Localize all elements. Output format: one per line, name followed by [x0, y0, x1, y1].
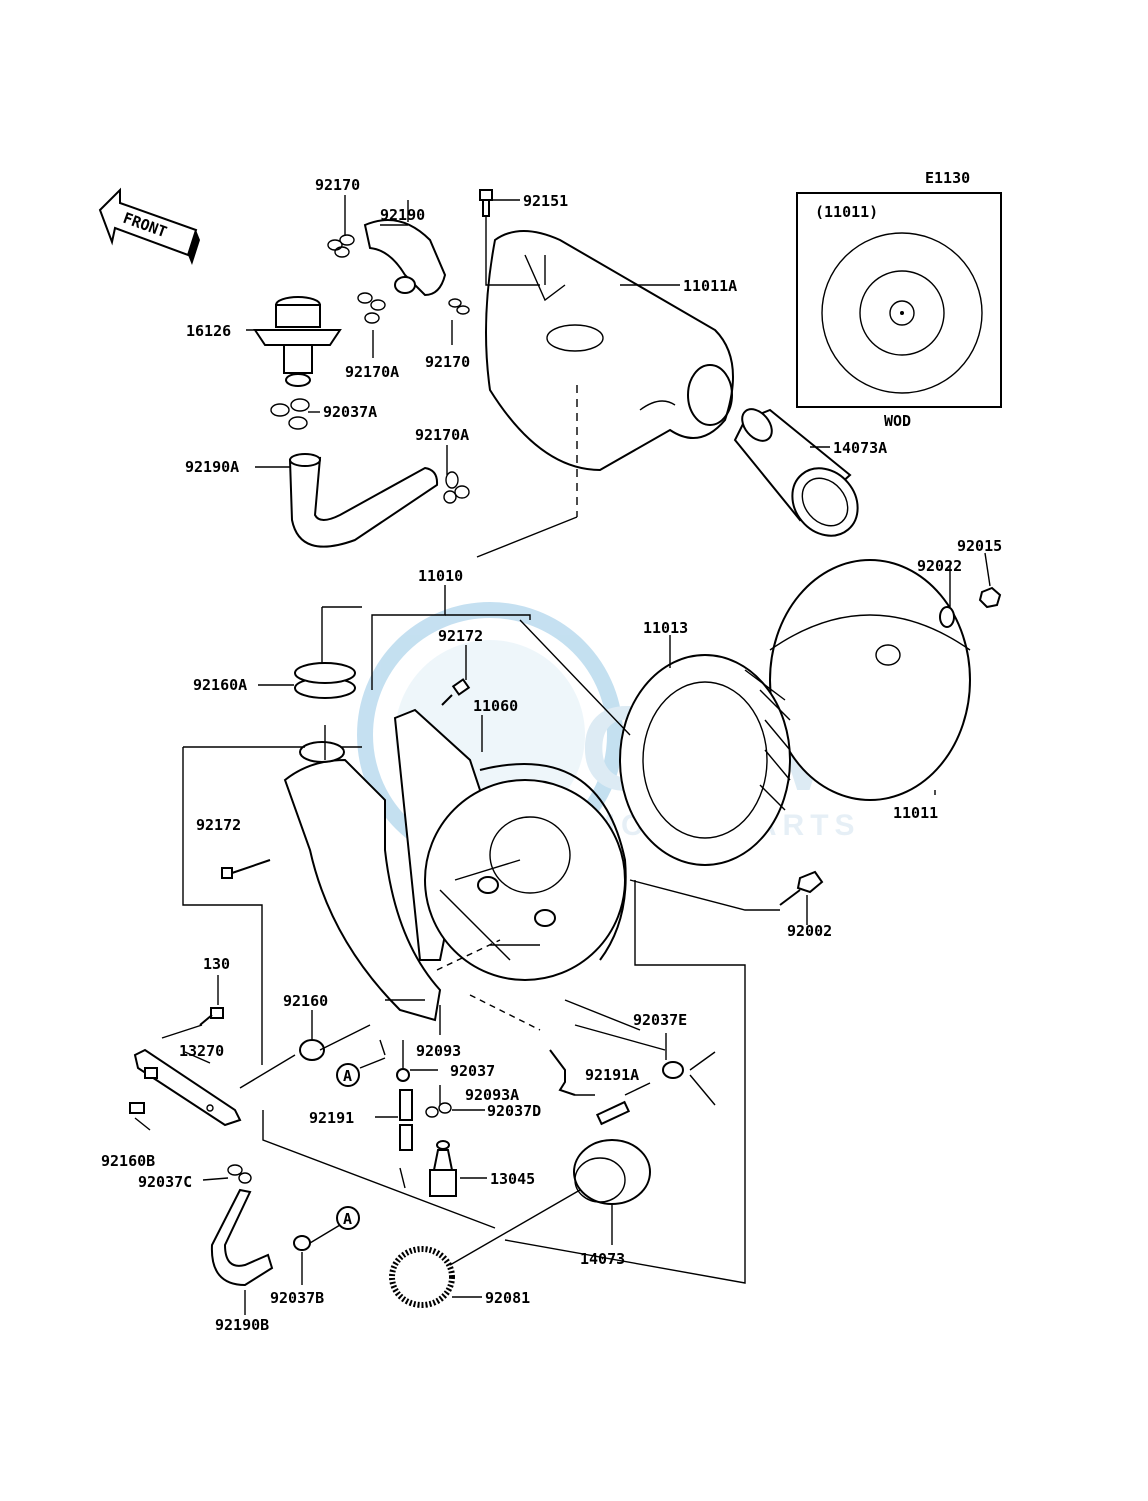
washer-92022 [939, 606, 955, 628]
marker-A-2: A [336, 1206, 360, 1230]
hose-92190 [363, 219, 447, 297]
gasket-11060 [479, 763, 627, 961]
bolt-130 [199, 1007, 224, 1026]
callout-92037B: 92037B [270, 1289, 324, 1307]
clip-92170A-mid [443, 471, 470, 504]
callout-92190A: 92190A [185, 458, 239, 476]
callout-92172-top: 92172 [438, 627, 483, 645]
callout-14073A: 14073A [833, 439, 887, 457]
clamp-92037B [293, 1235, 311, 1251]
marker-A-1: A [336, 1063, 360, 1087]
callout-92151: 92151 [523, 192, 568, 210]
callout-92037: 92037 [450, 1062, 495, 1080]
callout-92190B: 92190B [215, 1316, 269, 1334]
callout-92002: 92002 [787, 922, 832, 940]
grommet-92160A [294, 662, 356, 699]
callout-92093A: 92093A [465, 1086, 519, 1104]
tube-92191 [399, 1089, 413, 1151]
valve-16126 [253, 296, 342, 387]
leader-lines [134, 195, 991, 1315]
cover-11011A [485, 230, 734, 472]
clamp-92037 [396, 1068, 410, 1082]
callout-92170A-top: 92170A [345, 363, 399, 381]
clip-92170-mid [448, 298, 470, 315]
clamp-92037A [270, 398, 310, 430]
callout-13270: 13270 [179, 1042, 224, 1060]
cover-11011 [769, 559, 971, 801]
callout-11011: 11011 [893, 804, 938, 822]
callout-92190: 92190 [380, 206, 425, 224]
callout-92022: 92022 [917, 557, 962, 575]
callout-11013: 11013 [643, 619, 688, 637]
filter-11013 [619, 654, 791, 866]
callout-92093: 92093 [416, 1042, 461, 1060]
bolt-92172-top [441, 678, 471, 706]
inset-ref-label: (11011) [815, 203, 878, 221]
clip-92037C [227, 1164, 252, 1184]
callout-11010: 11010 [418, 567, 463, 585]
callout-92172-left: 92172 [196, 816, 241, 834]
callout-92037E: 92037E [633, 1011, 687, 1029]
callout-labels: 92170 92190 92151 11011A 16126 92170A 92… [101, 176, 1002, 1334]
clip-92170A-top [357, 292, 386, 324]
callout-92160: 92160 [283, 992, 328, 1010]
callout-16126: 16126 [186, 322, 231, 340]
callout-13045: 13045 [490, 1170, 535, 1188]
callout-11011A: 11011A [683, 277, 737, 295]
clip-92170-top [327, 234, 355, 258]
bolt-92002 [779, 870, 824, 906]
tube-92191A [595, 1100, 631, 1126]
grommet-92160B [129, 1102, 145, 1114]
callout-92170A-mid: 92170A [415, 426, 469, 444]
callout-14073: 14073 [580, 1250, 625, 1268]
hose-92190B [210, 1188, 274, 1287]
duct-14073 [573, 1139, 651, 1205]
pipe-92093A [549, 1049, 576, 1096]
bolt-92151 [479, 189, 493, 217]
diagram-code: E1130 [925, 169, 970, 187]
callout-92081: 92081 [485, 1289, 530, 1307]
clamp-92037E [662, 1061, 684, 1079]
bracket-13270 [133, 1048, 242, 1127]
clip-92037D [425, 1102, 452, 1118]
cap-13045 [429, 1140, 457, 1197]
callout-92191: 92191 [309, 1109, 354, 1127]
inset-caption: WOD [884, 412, 911, 430]
callout-92015: 92015 [957, 537, 1002, 555]
intake-tube [283, 741, 442, 1022]
callout-92191A: 92191A [585, 1066, 639, 1084]
callout-92170-top: 92170 [315, 176, 360, 194]
bolt-92172-left [221, 859, 271, 879]
ring-92081 [389, 1246, 455, 1308]
base-11010 [393, 708, 626, 981]
hose-92190A [288, 456, 439, 548]
inset-box: (11011) WOD [796, 192, 1002, 430]
callout-92160A: 92160A [193, 676, 247, 694]
svg-text:A: A [343, 1067, 352, 1085]
callout-92037D: 92037D [487, 1102, 541, 1120]
front-arrow-icon: FRONT [98, 187, 200, 265]
callout-92170-mid: 92170 [425, 353, 470, 371]
callout-130: 130 [203, 955, 230, 973]
duct-14073A [733, 408, 859, 537]
callout-92160B: 92160B [101, 1152, 155, 1170]
svg-text:A: A [343, 1210, 352, 1228]
callout-11060: 11060 [473, 697, 518, 715]
nut-92015 [978, 586, 1002, 609]
callout-92037A: 92037A [323, 403, 377, 421]
callout-92037C: 92037C [138, 1173, 192, 1191]
